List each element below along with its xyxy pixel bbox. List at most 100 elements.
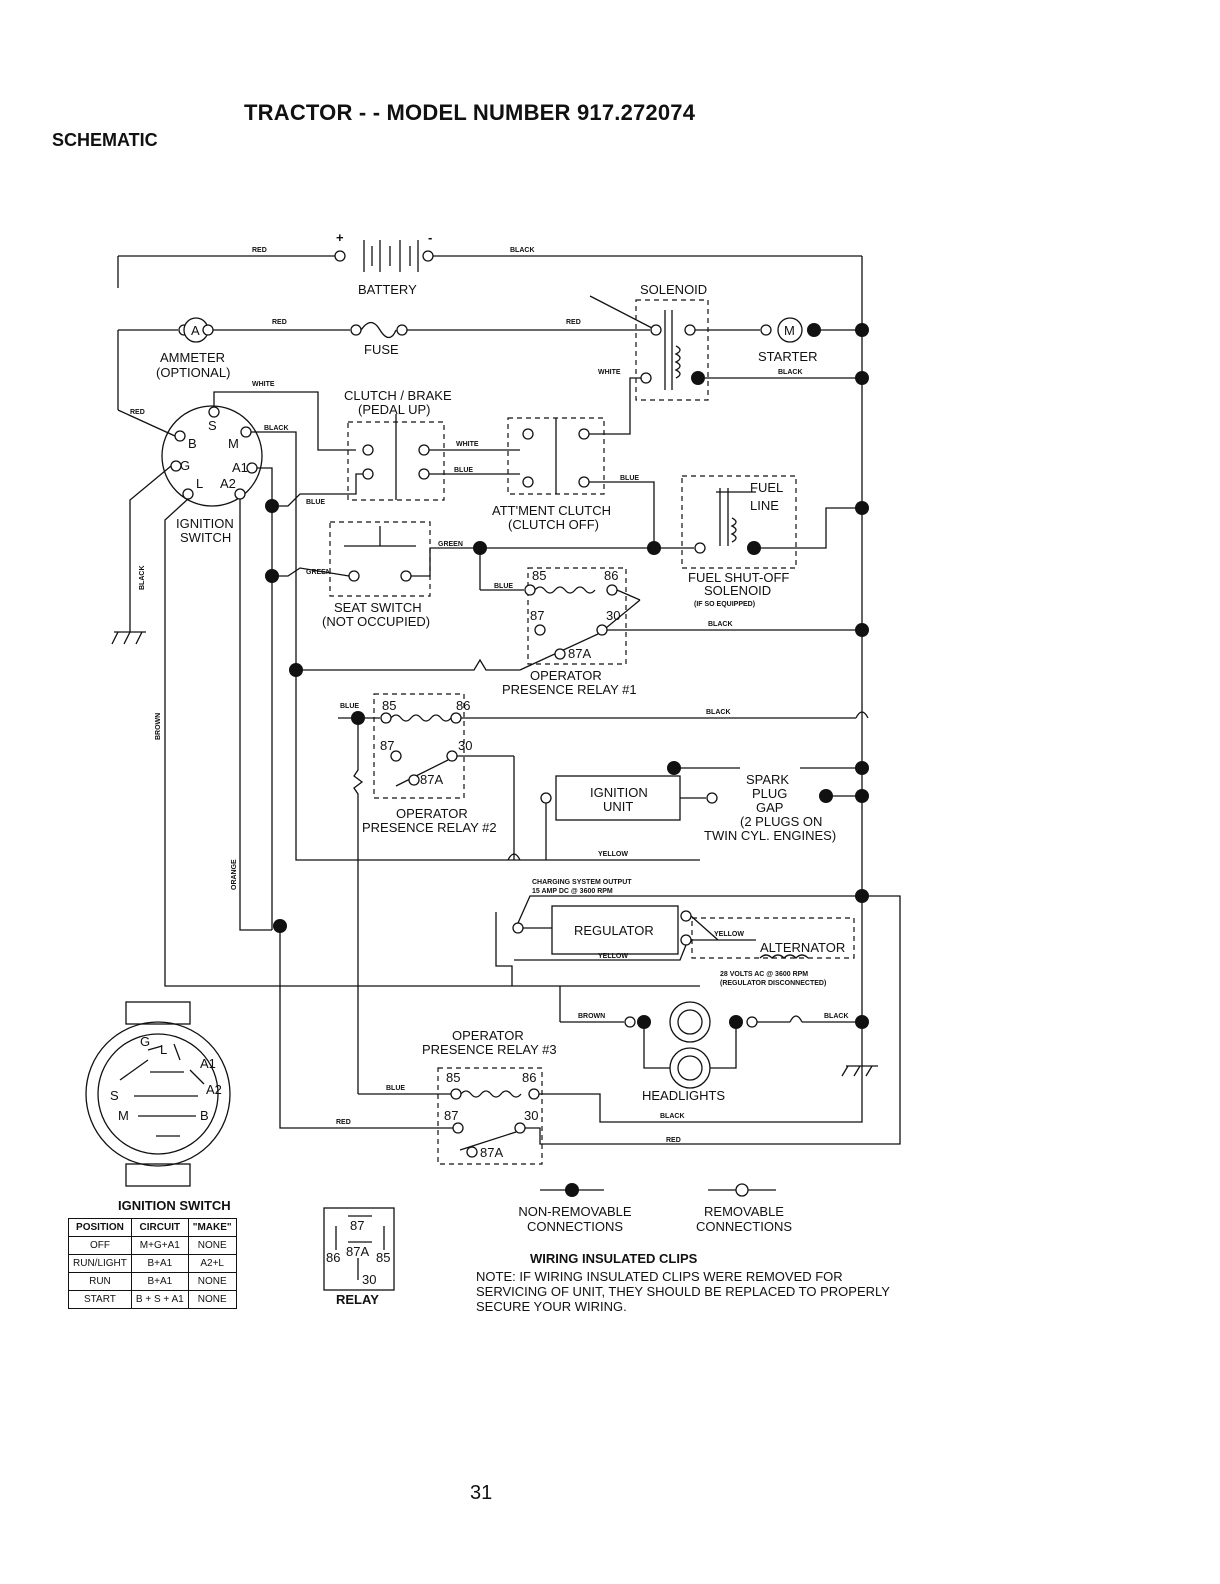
operator-presence-relay-3: BLUE RED BLACK RED 85 86 87 30 87A OPERA…: [279, 895, 901, 1165]
relay3-pin-87: 87: [444, 1108, 458, 1123]
table-cell: B+A1: [130, 1254, 189, 1273]
ignition-unit: IGNITION UNIT SPARK PLUG GAP (2 PLUGS ON…: [540, 761, 869, 860]
regulator-label: REGULATOR: [574, 923, 654, 938]
wire-label-blue: BLUE: [454, 467, 473, 474]
charging-output-label-2: 15 AMP DC @ 3600 RPM: [532, 888, 613, 895]
relay3-pin-87a: 87A: [480, 1145, 503, 1160]
opr3-label-2: PRESENCE RELAY #3: [422, 1042, 557, 1057]
alternator-note: 28 VOLTS AC @ 3600 RPM: [720, 971, 808, 978]
table-cell: A2+L: [187, 1254, 237, 1273]
junction: [647, 541, 661, 555]
wire-label-white: WHITE: [456, 441, 479, 448]
wire-label-black: BLACK: [264, 425, 289, 432]
wire-blue: [272, 473, 363, 507]
battery-plus-label: +: [336, 230, 344, 245]
wire-label-orange: ORANGE: [231, 859, 238, 890]
table-row: RUN B+A1 NONE: [68, 1272, 237, 1291]
ignition-table-title: IGNITION SWITCH: [118, 1198, 231, 1213]
wire-label-red: RED: [336, 1119, 351, 1126]
wire-label-red: RED: [252, 247, 267, 254]
detail-terminal-a1: A1: [200, 1056, 216, 1071]
detail-terminal-g: G: [140, 1034, 150, 1049]
wire-label-yellow: YELLOW: [598, 851, 628, 858]
wire-label-black: BLACK: [706, 709, 731, 716]
fuel-line-label: FUEL: [750, 480, 783, 495]
wire-label-red: RED: [130, 409, 145, 416]
starter-symbol: M: [784, 323, 795, 338]
battery: + - BATTERY RED BLACK: [117, 230, 863, 330]
seat-switch-label: SEAT SWITCH: [334, 600, 422, 615]
spark-plug-label: SPARK: [746, 772, 789, 787]
table-cell: START: [68, 1290, 132, 1309]
ignition-switch-detail: G L A1 S A2 M B: [85, 1001, 231, 1187]
wire-green: [272, 567, 350, 577]
detail-terminal-m: M: [118, 1108, 129, 1123]
table-cell: M+G+A1: [130, 1236, 189, 1255]
wire-label-blue: BLUE: [386, 1085, 405, 1092]
non-removable-symbol: [565, 1183, 579, 1197]
wire-black-m: [251, 431, 297, 670]
wire-label-black: BLACK: [510, 247, 535, 254]
wire-label-brown: BROWN: [578, 1013, 605, 1020]
clutch-brake-label-2: (PEDAL UP): [358, 402, 430, 417]
wire-white-s: [213, 391, 356, 451]
wire-label-yellow: YELLOW: [598, 953, 628, 960]
ammeter: A AMMETER (OPTIONAL): [117, 317, 230, 410]
opr1-label: OPERATOR: [530, 668, 602, 683]
relay1-pin-30: 30: [606, 608, 620, 623]
wire-label-red: RED: [666, 1137, 681, 1144]
relay1-pin-87a: 87A: [568, 646, 591, 661]
relay-legend-85: 85: [376, 1250, 390, 1265]
solenoid-label: SOLENOID: [640, 282, 707, 297]
wire-label-yellow: YELLOW: [714, 931, 744, 938]
ignition-unit-label-2: UNIT: [603, 799, 633, 814]
ground-right: [841, 1030, 878, 1077]
battery-label: BATTERY: [358, 282, 417, 297]
terminal-b: B: [188, 436, 197, 451]
non-removable-label-2: CONNECTIONS: [526, 1219, 624, 1234]
relay3-pin-86: 86: [522, 1070, 536, 1085]
wire-label-green: GREEN: [438, 541, 463, 548]
spark-plug-label-2: PLUG: [752, 786, 787, 801]
wire-white-solenoid: [589, 377, 641, 435]
removable-label-2: CONNECTIONS: [695, 1219, 793, 1234]
fuel-shutoff-label: FUEL SHUT-OFF: [688, 570, 789, 585]
terminal-g: G: [180, 458, 190, 473]
relay2-pin-86: 86: [456, 698, 470, 713]
relay-legend: 87 87A 86 85 30: [323, 1207, 395, 1291]
relay2-pin-30: 30: [458, 738, 472, 753]
terminal-l: L: [196, 476, 203, 491]
fuel-shutoff-label-3: (IF SO EQUIPPED): [694, 601, 755, 608]
table-header: "MAKE": [187, 1218, 237, 1237]
table-cell: NONE: [187, 1236, 237, 1255]
clips-title: WIRING INSULATED CLIPS: [530, 1251, 698, 1266]
fuel-shutoff-label-2: SOLENOID: [704, 583, 771, 598]
wire-crossover: [507, 853, 521, 861]
ignition-switch: B S M G A1 L A2 IGNITION SWITCH: [161, 405, 263, 545]
wire-label-red: RED: [566, 319, 581, 326]
page-number: 31: [470, 1482, 493, 1504]
wire-a1: [257, 467, 273, 930]
ignition-switch-table: POSITION CIRCUIT "MAKE" OFF M+G+A1 NONE …: [68, 1218, 237, 1309]
relay1-pin-87: 87: [530, 608, 544, 623]
relay-caption: RELAY: [336, 1292, 379, 1307]
detail-terminal-a2: A2: [206, 1082, 222, 1097]
battery-minus-label: -: [428, 230, 432, 245]
terminal-a1: A1: [232, 460, 248, 475]
alternator-label: ALTERNATOR: [760, 940, 845, 955]
wire-label-black: BLACK: [824, 1013, 849, 1020]
junction: [855, 501, 869, 515]
attment-clutch-label-2: (CLUTCH OFF): [508, 517, 599, 532]
terminal-a2: A2: [220, 476, 236, 491]
seat-switch: SEAT SWITCH (NOT OCCUPIED): [322, 521, 431, 629]
table-cell: OFF: [68, 1236, 132, 1255]
spark-plug-label-3: GAP: [756, 800, 783, 815]
wire-green-2: [411, 547, 480, 577]
connection-legend: [540, 1183, 776, 1197]
operator-presence-relay-2: BLUE BLACK 85 86 87 30 87A OPERATOR PRES…: [338, 693, 869, 986]
table-header: CIRCUIT: [130, 1218, 189, 1237]
alternator-note-2: (REGULATOR DISCONNECTED): [720, 980, 826, 987]
ammeter-optional-label: (OPTIONAL): [156, 365, 230, 380]
relay2-pin-87: 87: [380, 738, 394, 753]
